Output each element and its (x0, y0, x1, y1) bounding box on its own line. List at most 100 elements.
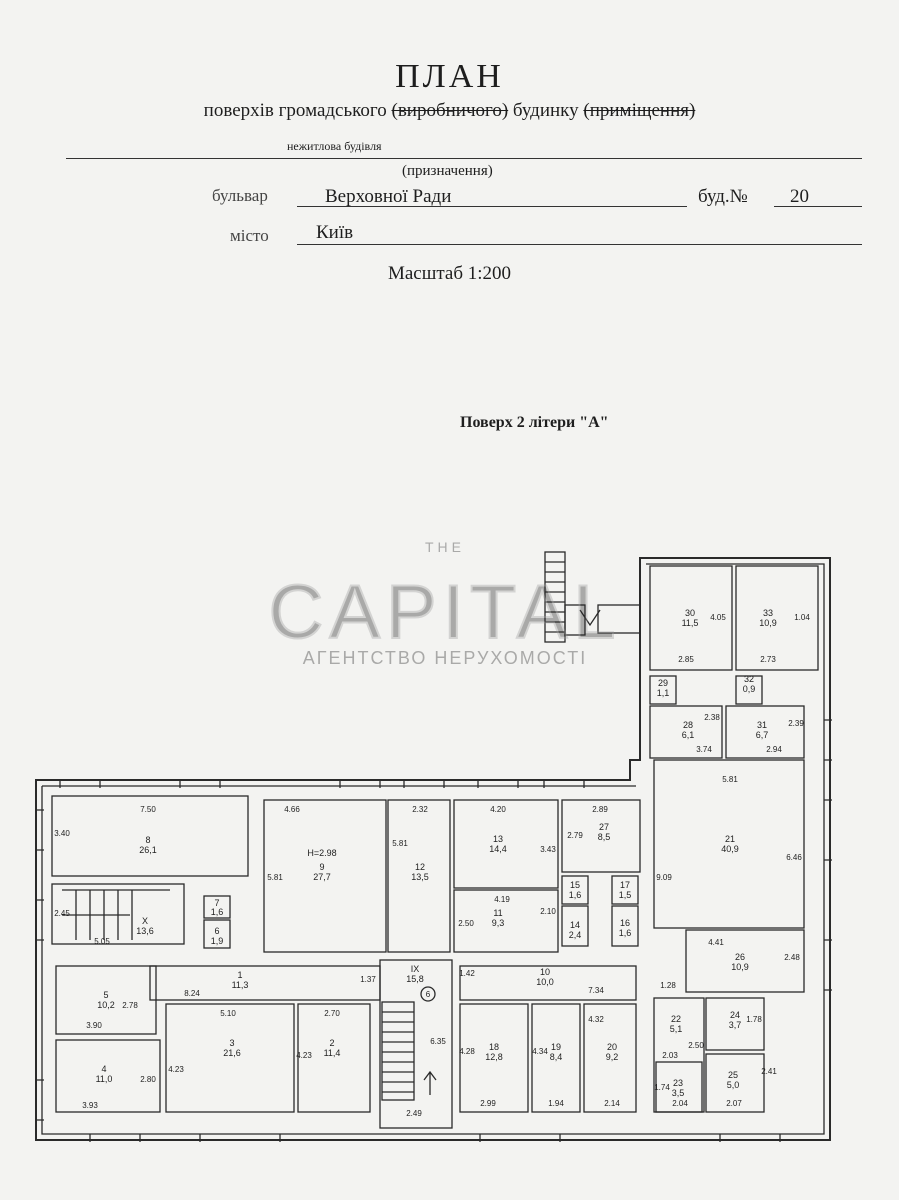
subtitle-building: будинку (512, 100, 579, 121)
room-16-num: 16 (620, 918, 630, 928)
city-label: місто (230, 226, 269, 245)
purpose-value: нежитлова будівля (287, 139, 382, 153)
room-25-num: 25 (728, 1070, 738, 1080)
dim: 5.10 (220, 1009, 236, 1018)
watermark-tagline: АГЕНТСТВО НЕРУХОМОСТІ (303, 648, 587, 668)
dim: 4.05 (710, 613, 726, 622)
dim: 2.48 (784, 953, 800, 962)
room-6-num: 6 (214, 926, 219, 936)
street-value: Верховної Ради (325, 186, 452, 207)
room-4-area: 11,0 (96, 1074, 113, 1084)
room-3-area: 21,6 (223, 1048, 241, 1058)
city-value: Київ (316, 222, 354, 243)
dim: 4.32 (588, 1015, 604, 1024)
room-26-num: 26 (735, 952, 745, 962)
dim: 2.73 (760, 655, 776, 664)
room-5-area: 10,2 (97, 1000, 115, 1010)
dim: 2.70 (324, 1009, 340, 1018)
dim: 5.81 (392, 839, 408, 848)
dim: 1.28 (660, 981, 676, 990)
dim: 2.99 (480, 1099, 496, 1108)
room-30-area: 11,5 (682, 618, 699, 628)
room-5-num: 5 (103, 990, 108, 1000)
dim: 1.94 (548, 1099, 564, 1108)
purpose-line (66, 158, 862, 159)
purpose-caption: (призначення) (402, 163, 493, 179)
room-24-area: 3,7 (729, 1020, 742, 1030)
room-27-area: 8,5 (598, 832, 611, 842)
room-21-num: 21 (725, 834, 735, 844)
dim: 4.23 (168, 1065, 184, 1074)
room-11-num: 11 (493, 908, 502, 918)
room-18-area: 12,8 (485, 1052, 503, 1062)
dim: 4.23 (296, 1051, 312, 1060)
room-32-num: 32 (744, 674, 754, 684)
room-23-area: 3,5 (672, 1088, 685, 1098)
room-labels: 8 26,1 H=2.98 9 27,7 12 13,5 13 14,4 27 … (96, 608, 777, 1098)
subtitle-struck-production: (виробничого) (391, 100, 509, 121)
dim: 4.28 (459, 1047, 475, 1056)
dim: 2.38 (704, 713, 720, 722)
dimension-labels: 7.50 3.40 4.66 5.81 2.32 5.81 4.20 3.43 … (54, 613, 810, 1118)
circle-marker: 6 (426, 990, 431, 999)
room-20-area: 9,2 (606, 1052, 619, 1062)
room-13-area: 14,4 (489, 844, 507, 854)
dim: 2.85 (678, 655, 694, 664)
dim: 3.90 (86, 1021, 102, 1030)
room-26-area: 10,9 (731, 962, 749, 972)
room-IX-num: IX (411, 964, 420, 974)
building-label: буд.№ (698, 186, 748, 207)
dim: 5.05 (94, 937, 110, 946)
room-28-num: 28 (683, 720, 693, 730)
subtitle-prefix: поверхів громадського (203, 100, 387, 121)
room-32-area: 0,9 (743, 684, 756, 694)
room-13-num: 13 (493, 834, 503, 844)
room-16-area: 1,6 (619, 928, 632, 938)
dim: 9.09 (656, 873, 672, 882)
dim: 6.46 (786, 853, 802, 862)
dim: 4.19 (494, 895, 510, 904)
room-22-area: 5,1 (670, 1024, 683, 1034)
subtitle-struck-premises: (приміщення) (583, 100, 696, 121)
room-20-num: 20 (607, 1042, 617, 1052)
room-31-area: 6,7 (756, 730, 769, 740)
dim: 4.20 (490, 805, 506, 814)
dim: 1.42 (459, 969, 475, 978)
room-9-height: H=2.98 (307, 848, 336, 858)
room-11-area: 9,3 (492, 918, 505, 928)
room-21-area: 40,9 (721, 844, 739, 854)
dim: 2.32 (412, 805, 428, 814)
room-2-num: 2 (329, 1038, 334, 1048)
room-22-num: 22 (671, 1014, 681, 1024)
dim: 3.93 (82, 1101, 98, 1110)
dim: 3.74 (696, 745, 712, 754)
watermark-top: THE (425, 539, 465, 555)
dim: 2.50 (458, 919, 474, 928)
scale-label: Масштаб 1:200 (387, 263, 512, 284)
room-29-num: 29 (658, 678, 668, 688)
dim: 2.10 (540, 907, 556, 916)
room-19-area: 8,4 (550, 1052, 563, 1062)
room-15-num: 15 (570, 880, 580, 890)
dim: 2.78 (122, 1001, 138, 1010)
street-label: бульвар (212, 186, 268, 205)
watermark-brand: CAPITAL (268, 570, 621, 655)
room-12-area: 13,5 (411, 872, 429, 882)
room-1-area: 11,3 (232, 980, 249, 990)
room-4-num: 4 (101, 1064, 106, 1074)
room-18-num: 18 (489, 1042, 499, 1052)
room-8-area: 26,1 (139, 845, 157, 855)
dim: 3.40 (54, 829, 70, 838)
dim: 1.78 (746, 1015, 762, 1024)
room-30-num: 30 (685, 608, 695, 618)
room-14-area: 2,4 (569, 930, 582, 940)
dim: 2.07 (726, 1099, 742, 1108)
room-10-area: 10,0 (536, 977, 554, 987)
dim: 5.81 (722, 775, 738, 784)
plan-subtitle: поверхів громадського (виробничого) буди… (0, 100, 899, 122)
dim: 5.81 (267, 873, 283, 882)
plan-title: ПЛАН (395, 58, 504, 95)
room-27-num: 27 (599, 822, 609, 832)
room-3-num: 3 (229, 1038, 234, 1048)
room-25-area: 5,0 (727, 1080, 740, 1090)
